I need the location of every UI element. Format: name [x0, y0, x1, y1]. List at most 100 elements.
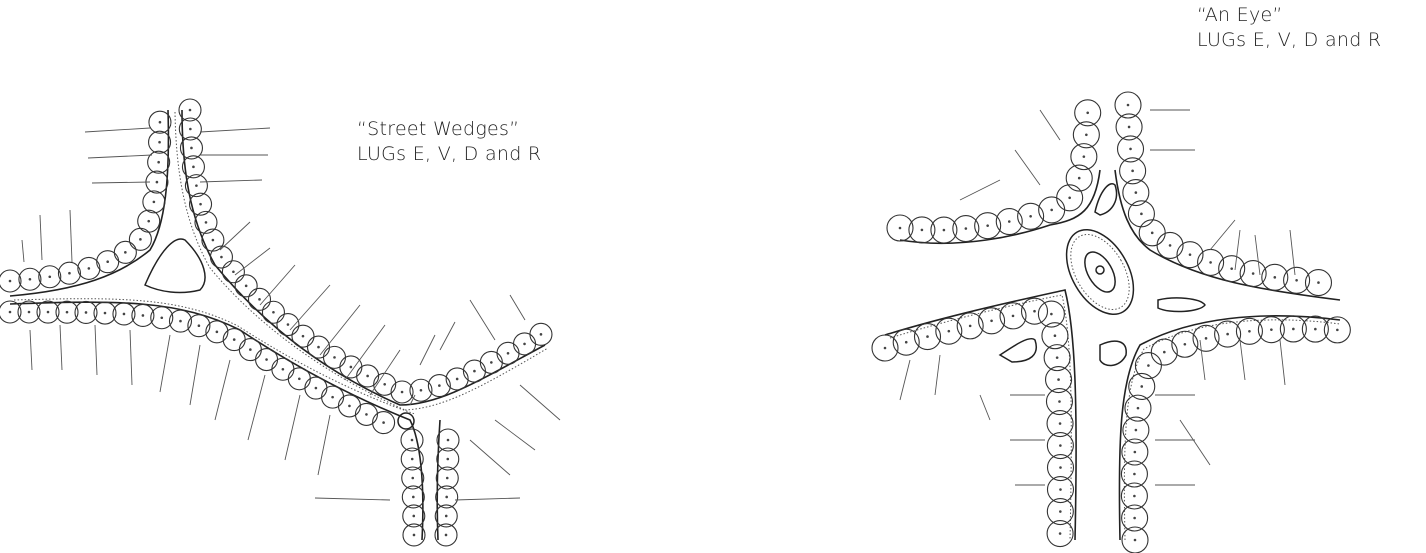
tree-circle — [1020, 297, 1049, 325]
tree-trunk-dot — [1140, 385, 1144, 388]
tree-trunk-dot — [348, 404, 351, 408]
tree-circle — [1017, 202, 1045, 230]
tree-circle — [1046, 453, 1075, 482]
tree-trunk-dot — [46, 310, 50, 314]
tree-circle — [234, 274, 258, 298]
tree-trunk-dot — [968, 324, 972, 328]
tree-trunk-dot — [157, 160, 160, 164]
tree-circle — [1261, 263, 1289, 291]
tree-trunk-dot — [455, 377, 459, 381]
tree-circle — [187, 314, 211, 338]
lot-line — [1279, 339, 1286, 386]
tree-circle — [952, 214, 980, 243]
tree-circle — [1279, 315, 1307, 343]
tree-circle — [178, 117, 202, 141]
tree-circle — [57, 261, 81, 285]
tree-circle — [291, 324, 315, 348]
tree-circle — [892, 328, 920, 356]
lot-line — [219, 221, 251, 251]
tree-trunk-dot — [1270, 328, 1273, 331]
tree-trunk-dot — [411, 476, 415, 480]
lot-line — [1289, 229, 1296, 276]
tree-trunk-dot — [152, 200, 156, 204]
tree-circle — [400, 447, 424, 471]
lot-line — [259, 264, 296, 306]
tree-trunk-dot — [964, 227, 968, 230]
tree-circle — [77, 256, 101, 280]
lot-line — [87, 154, 153, 159]
tree-circle — [0, 269, 22, 293]
tree-circle — [1218, 255, 1246, 283]
an-eye-plan — [871, 91, 1351, 553]
tree-circle — [445, 367, 469, 391]
tree-trunk-dot — [1133, 494, 1136, 498]
tree-circle — [131, 303, 155, 328]
tree-circle — [1072, 121, 1100, 149]
tree-trunk-dot — [106, 260, 109, 263]
tree-trunk-dot — [155, 180, 159, 184]
tree-trunk-dot — [272, 310, 275, 314]
tree-trunk-dot — [1011, 314, 1015, 318]
tree-circle — [1257, 316, 1285, 344]
tree-trunk-dot — [199, 202, 202, 206]
tree-trunk-dot — [1068, 196, 1071, 200]
tree-trunk-dot — [301, 334, 305, 338]
tree-circle — [356, 364, 380, 388]
tree-trunk-dot — [265, 358, 268, 361]
tree-circle — [201, 228, 225, 252]
tree-circle — [1304, 269, 1333, 297]
central-eye-outer — [1065, 229, 1135, 315]
lot-line — [1254, 234, 1261, 276]
road-edge — [884, 289, 1077, 541]
lot-line — [1209, 219, 1236, 251]
tree-trunk-dot — [947, 329, 951, 333]
caption-street-wedges: “Street Wedges” LUGs E, V, D and R — [357, 117, 541, 167]
lot-line — [59, 324, 63, 371]
tree-circle — [1043, 344, 1071, 372]
tree-trunk-dot — [8, 279, 12, 283]
road-edge — [1114, 169, 1341, 301]
tree-circle — [1122, 416, 1150, 444]
tree-trunk-dot — [904, 340, 908, 344]
tree-trunk-dot — [1251, 272, 1255, 275]
tree-trunk-dot — [1055, 356, 1059, 359]
tree-trunk-dot — [1058, 532, 1062, 535]
tree-trunk-dot — [124, 251, 127, 254]
tree-trunk-dot — [317, 345, 320, 349]
tree-circle — [179, 136, 204, 160]
tree-trunk-dot — [1007, 220, 1011, 223]
tree-circle — [1046, 497, 1074, 526]
road-edge — [1118, 315, 1341, 541]
tree-trunk-dot — [333, 356, 336, 359]
tree-trunk-dot — [1086, 111, 1090, 115]
lot-line — [469, 299, 496, 341]
tree-circle — [1046, 475, 1075, 504]
lot-line — [289, 284, 331, 331]
tree-circle — [401, 466, 425, 490]
tree-trunk-dot — [366, 374, 369, 378]
lot-line — [454, 497, 521, 501]
tree-trunk-dot — [898, 226, 902, 230]
tree-trunk-dot — [160, 316, 164, 320]
tree-trunk-dot — [986, 224, 989, 227]
tree-circle — [0, 300, 22, 324]
tree-trunk-dot — [410, 438, 414, 442]
tree-trunk-dot — [28, 277, 32, 281]
tree-trunk-dot — [139, 238, 142, 241]
tree-circle — [1114, 91, 1142, 119]
tree-circle — [1134, 351, 1162, 380]
lot-line — [69, 209, 73, 263]
lot-line — [344, 324, 386, 381]
tree-circle — [1121, 438, 1149, 466]
tree-trunk-dot — [446, 457, 450, 461]
tree-trunk-dot — [188, 108, 192, 112]
traffic-island — [1099, 340, 1127, 367]
traffic-island — [1094, 183, 1118, 216]
lot-line — [979, 394, 991, 421]
tree-circle — [1115, 113, 1143, 141]
tree-trunk-dot — [8, 310, 12, 314]
tree-trunk-dot — [883, 346, 887, 350]
tree-circle — [1120, 482, 1148, 510]
tree-circle — [38, 265, 62, 289]
tree-circle — [181, 155, 205, 179]
